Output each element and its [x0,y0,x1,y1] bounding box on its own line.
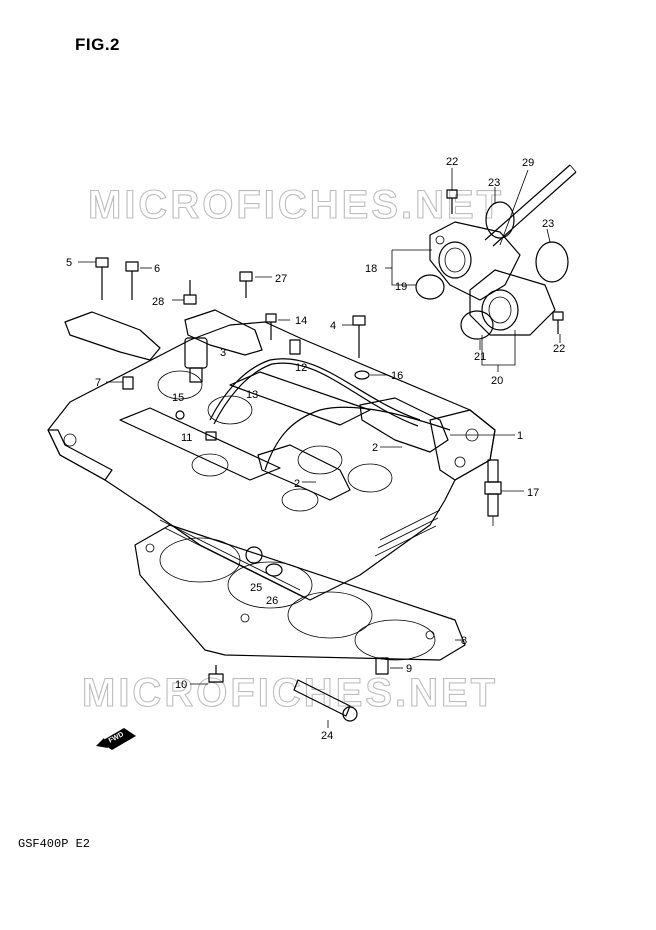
watermark-bottom: MICROFICHES.NET [82,671,498,715]
hose-clamp-lower [535,241,569,283]
callout-labels: 1 2 2 3 4 5 6 7 8 9 10 11 12 13 14 15 16… [66,156,565,742]
figure-title: FIG.2 [75,35,121,54]
callout-20: 20 [491,375,503,387]
callout-15: 15 [172,392,184,404]
vacuum-hose [484,164,577,247]
callout-26: 26 [266,595,278,607]
hose-clamp-upper [485,201,515,239]
cylinder-head [47,309,496,601]
callout-27: 27 [275,273,287,285]
callout-9: 9 [406,663,412,675]
cylinder-head-gasket [134,524,466,661]
leader-lines [78,168,561,728]
spark-plug [484,459,502,526]
callout-14: 14 [295,315,307,327]
callout-8: 8 [461,635,467,647]
callout-22a: 22 [446,156,458,168]
callout-29: 29 [522,157,534,169]
callout-12: 12 [295,362,307,374]
callout-2a: 2 [372,442,378,454]
callout-10: 10 [175,679,187,691]
callout-17: 17 [527,487,539,499]
callout-5: 5 [66,257,72,269]
watermark-top: MICROFICHES.NET [88,183,504,227]
fwd-direction-badge: FWD [96,728,136,750]
callout-28: 28 [152,296,164,308]
oil-switch [184,337,208,383]
intake-pipe-lower [469,269,556,336]
callout-21: 21 [474,351,486,363]
callout-23a: 23 [488,177,500,189]
callout-13: 13 [246,389,258,401]
bolts [95,189,564,722]
callout-19: 19 [395,281,407,293]
callout-7: 7 [95,377,101,389]
callout-16: 16 [391,370,403,382]
callout-6: 6 [154,263,160,275]
callout-4: 4 [330,320,336,332]
model-code: GSF400P E2 [18,837,91,851]
o-ring-lower [460,310,494,340]
callout-3: 3 [220,347,226,359]
intake-pipe-upper [429,221,521,301]
callout-11: 11 [181,432,192,444]
callout-18: 18 [365,263,377,275]
callout-25: 25 [250,582,262,594]
callout-1: 1 [517,430,523,442]
callout-22b: 22 [553,343,565,355]
callout-23b: 23 [542,218,554,230]
callout-2b: 2 [294,478,300,490]
o-ring-upper [415,274,445,300]
callout-24: 24 [321,730,333,742]
